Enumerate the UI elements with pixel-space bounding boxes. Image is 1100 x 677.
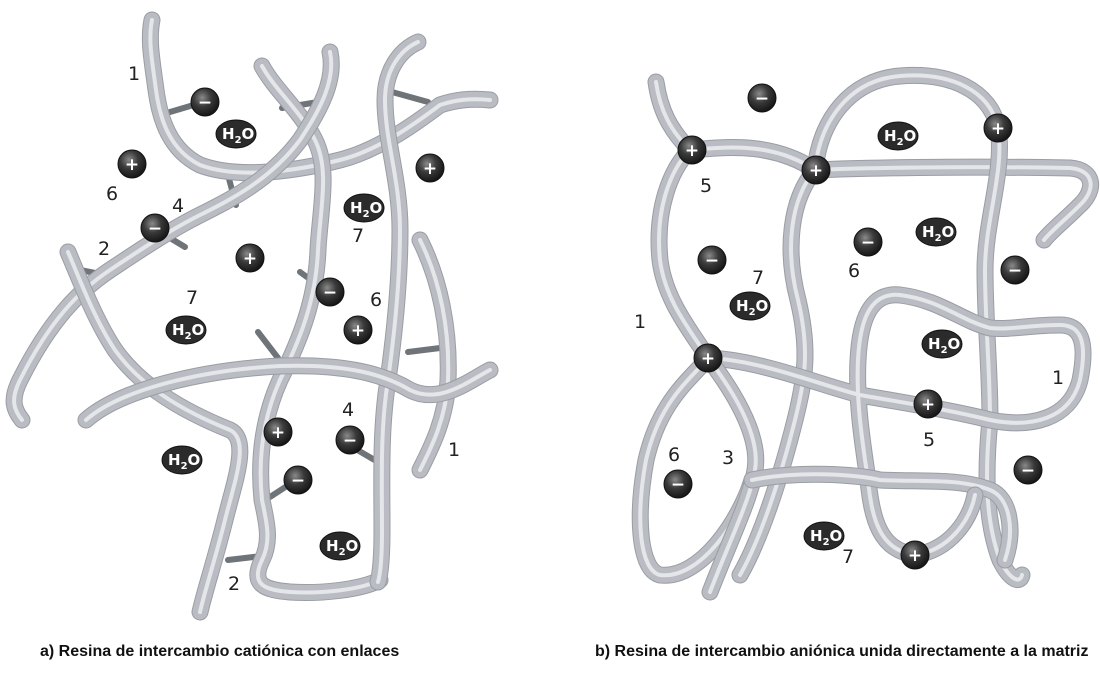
label-number: 6 — [848, 260, 860, 282]
water-molecule: H2O — [730, 292, 770, 320]
caption-panel-b: b) Resina de intercambio aniónica unida … — [595, 642, 1095, 662]
svg-text:+: + — [685, 141, 699, 161]
svg-text:−: − — [755, 89, 769, 109]
label-number: 1 — [1052, 367, 1064, 389]
label-number: 6 — [370, 289, 382, 311]
svg-text:+: + — [921, 395, 935, 415]
cation-icon: + — [694, 344, 722, 372]
svg-text:−: − — [343, 431, 357, 451]
label-number: 3 — [722, 447, 734, 469]
anion-icon: − — [1014, 456, 1042, 484]
label-number: 6 — [668, 444, 680, 466]
cation-icon: + — [984, 114, 1012, 142]
label-number: 1 — [128, 63, 140, 85]
label-number: 5 — [700, 175, 712, 197]
label-number: 7 — [352, 225, 364, 247]
label-number: 5 — [923, 429, 935, 451]
label-number: 7 — [186, 287, 198, 309]
svg-text:−: − — [323, 283, 337, 303]
svg-text:−: − — [861, 233, 875, 253]
anion-icon: − — [284, 466, 312, 494]
labels-a: 1 2 2 4 4 6 6 7 7 1 — [98, 63, 460, 595]
water-molecule: H2O — [922, 330, 962, 358]
label-number: 4 — [342, 399, 354, 421]
cation-icon: + — [118, 150, 146, 178]
water-molecule: H2O — [878, 122, 918, 150]
svg-text:+: + — [701, 349, 715, 369]
label-number: 2 — [98, 238, 110, 260]
water-molecule: H2O — [320, 532, 360, 560]
water-molecule: H2O — [804, 522, 844, 550]
svg-text:+: + — [423, 159, 437, 179]
label-number: 7 — [752, 267, 764, 289]
chains-a — [14, 20, 490, 612]
panel-a-cation-resin: 1 2 2 4 4 6 6 7 7 1 — [14, 20, 490, 612]
svg-text:+: + — [243, 249, 257, 269]
anion-icon: − — [698, 246, 726, 274]
label-number: 6 — [106, 183, 118, 205]
label-number: 7 — [842, 546, 854, 568]
anion-icon: − — [191, 88, 219, 116]
water-molecule: H2O — [166, 316, 206, 344]
water-molecule: H2O — [916, 218, 956, 246]
label-number: 2 — [228, 573, 240, 595]
crosslink — [392, 92, 428, 102]
water-molecule: H2O — [216, 120, 256, 148]
svg-text:+: + — [271, 423, 285, 443]
svg-text:−: − — [1021, 461, 1035, 481]
anion-icon: − — [664, 470, 692, 498]
svg-text:−: − — [148, 219, 162, 239]
svg-text:−: − — [1008, 261, 1022, 281]
crosslink — [258, 332, 278, 358]
svg-text:+: + — [908, 546, 922, 566]
svg-text:−: − — [198, 93, 212, 113]
cation-icon: + — [901, 541, 929, 569]
label-number: 1 — [634, 311, 646, 333]
cation-icon: + — [678, 136, 706, 164]
cation-icon: + — [802, 156, 830, 184]
svg-text:+: + — [125, 155, 139, 175]
svg-text:+: + — [991, 119, 1005, 139]
svg-text:−: − — [291, 471, 305, 491]
cation-icon: + — [914, 390, 942, 418]
caption-panel-a: a) Resina de intercambio catiónica con e… — [40, 642, 540, 662]
cation-icon: + — [416, 154, 444, 182]
anion-icon: − — [141, 214, 169, 242]
label-number: 4 — [172, 195, 184, 217]
svg-text:−: − — [671, 475, 685, 495]
crosslink — [408, 348, 440, 352]
water-molecule: H2O — [344, 194, 384, 222]
cation-icon: + — [344, 316, 372, 344]
svg-text:+: + — [809, 161, 823, 181]
anion-icon: − — [336, 426, 364, 454]
water-molecule: H2O — [162, 446, 202, 474]
svg-text:+: + — [351, 321, 365, 341]
chains-b — [640, 75, 1090, 592]
anion-icon: − — [1001, 256, 1029, 284]
cation-icon: + — [236, 244, 264, 272]
anion-icon: − — [316, 278, 344, 306]
label-number: 1 — [448, 439, 460, 461]
cation-icon: + — [264, 418, 292, 446]
anion-icon: − — [854, 228, 882, 256]
anion-icon: − — [748, 84, 776, 112]
svg-text:−: − — [705, 251, 719, 271]
